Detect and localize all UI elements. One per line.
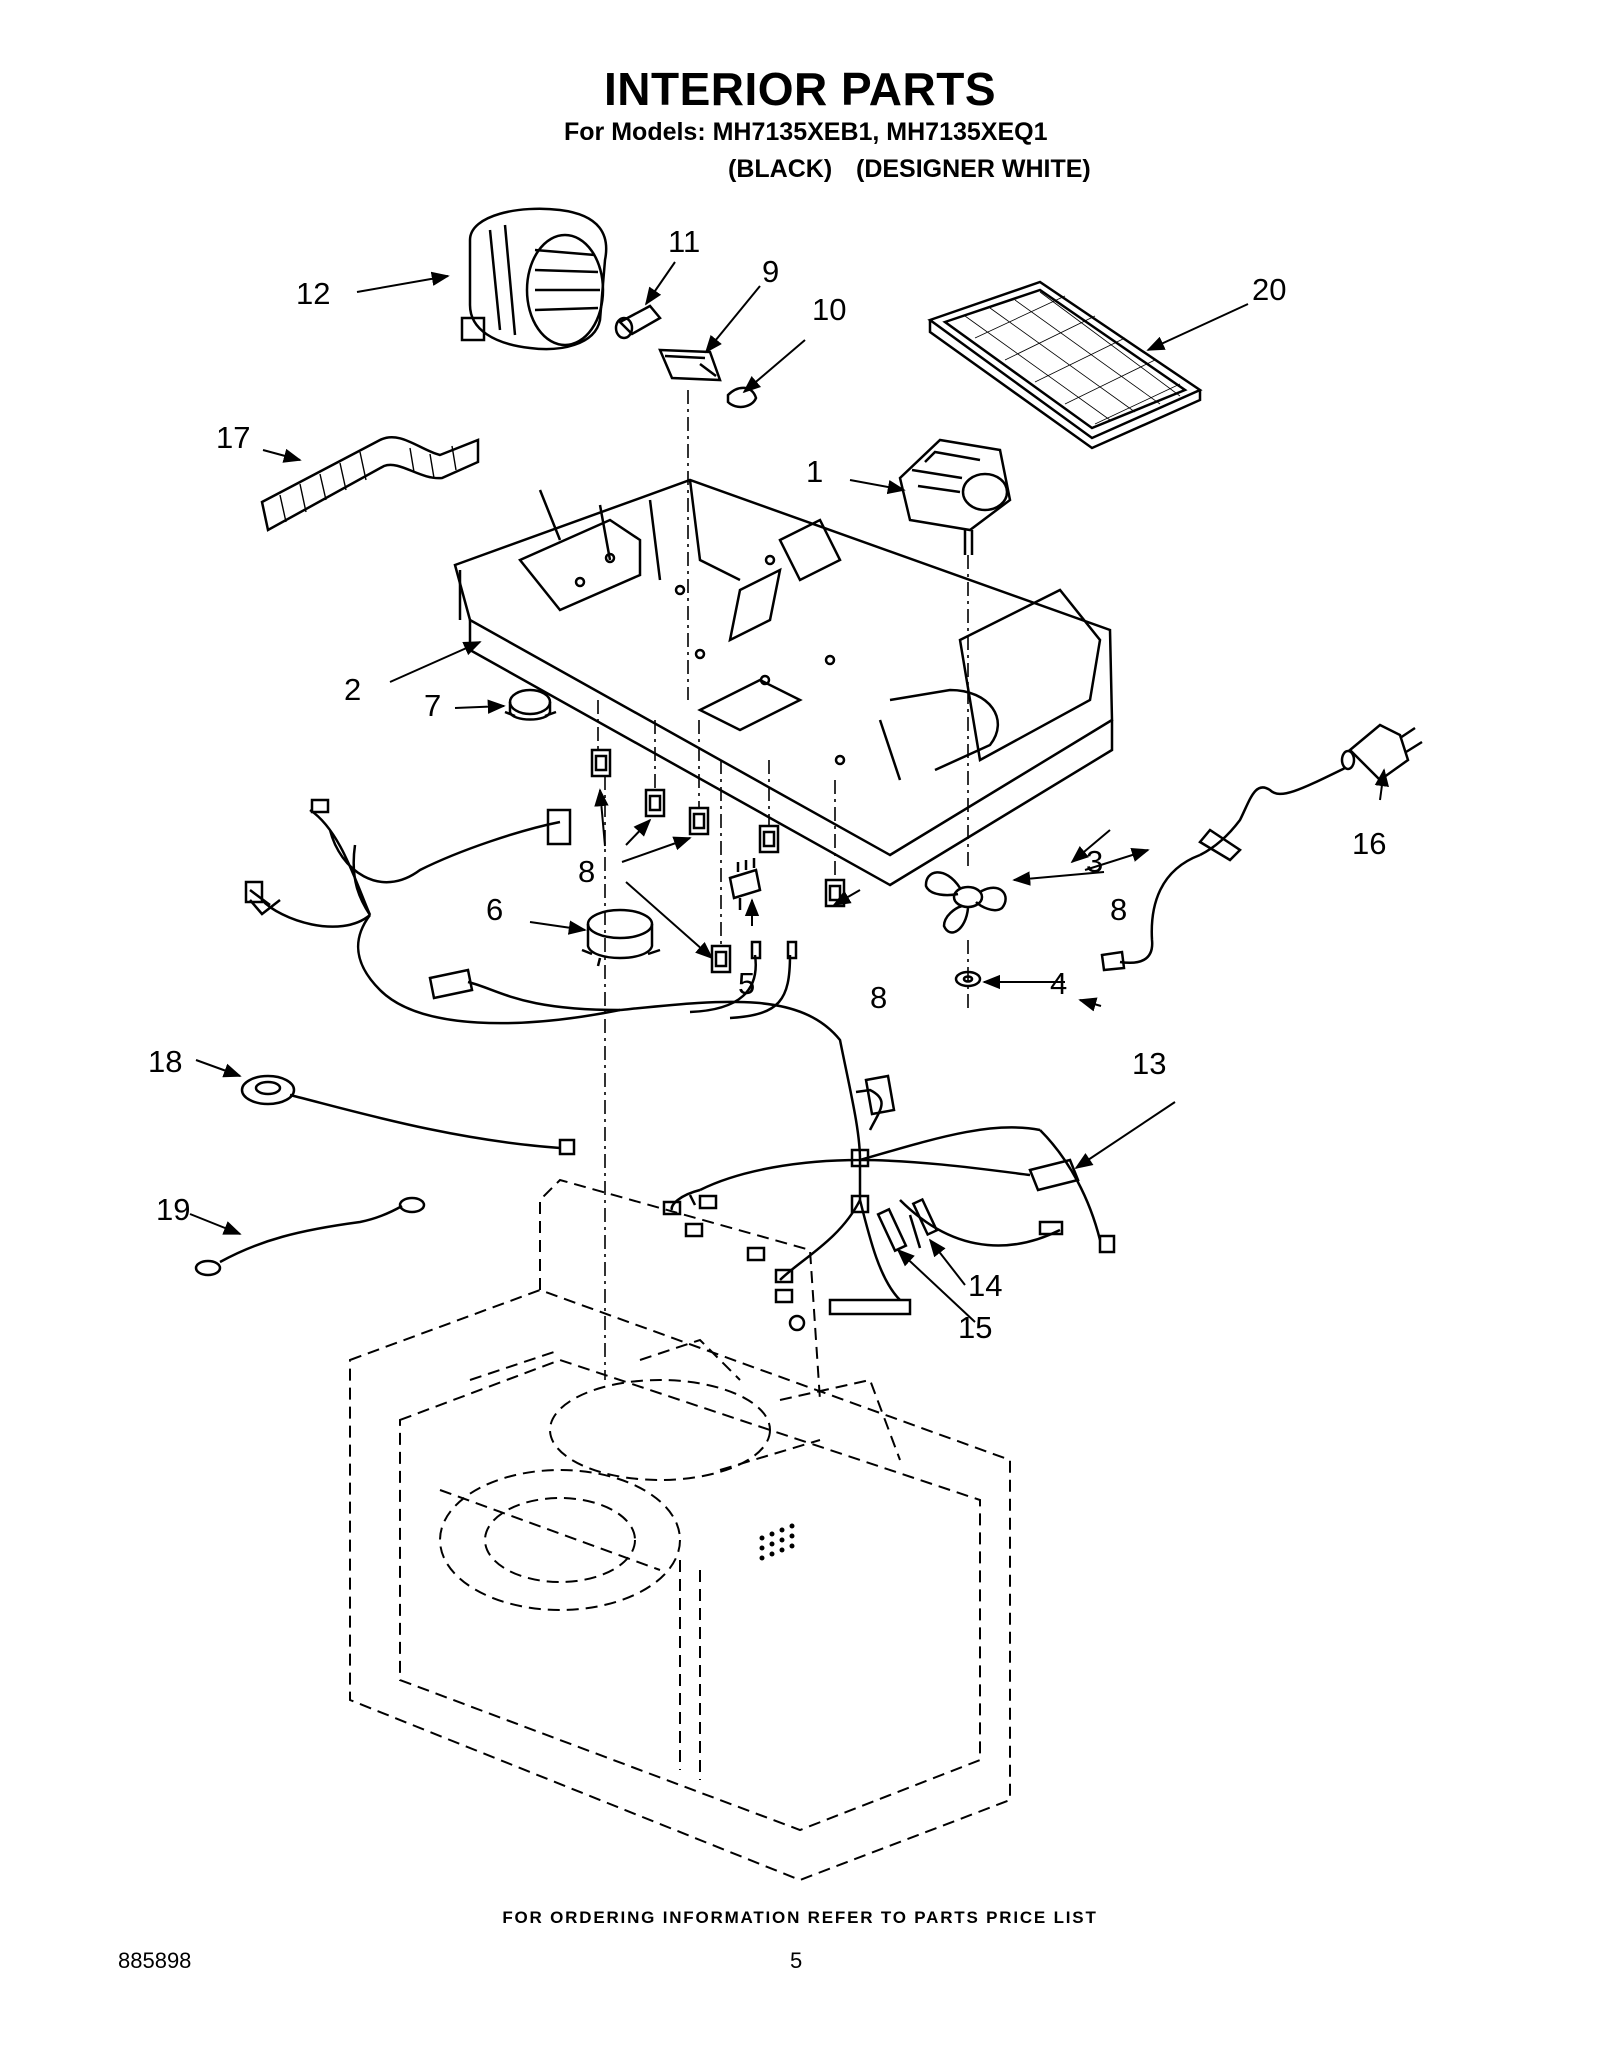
lamp-socket-part <box>658 348 722 382</box>
filter-part <box>927 280 1203 450</box>
callout-labels: 1 2 3 4 5 6 7 8 8 8 9 10 11 12 13 14 15 … <box>148 224 1386 1345</box>
callout-5: 5 <box>738 966 755 1001</box>
callout-20: 20 <box>1252 272 1286 307</box>
thermal-cutout-part <box>614 304 662 340</box>
callout-8-c: 8 <box>870 980 887 1015</box>
color-label-black: (BLACK) <box>728 155 833 183</box>
callout-6: 6 <box>486 892 503 927</box>
document-number: 885898 <box>118 1948 192 1973</box>
callout-4: 4 <box>1050 966 1067 1001</box>
switch-part <box>728 858 762 910</box>
page-number: 5 <box>790 1948 803 1973</box>
callout-13: 13 <box>1132 1046 1166 1081</box>
callout-18: 18 <box>148 1044 182 1079</box>
callout-19: 19 <box>156 1192 190 1227</box>
blower-motor-part <box>460 207 608 351</box>
callout-14: 14 <box>968 1268 1002 1303</box>
callout-11: 11 <box>668 224 700 259</box>
fan-blade-part <box>924 871 1007 934</box>
cabinet-outline <box>349 1178 1011 1882</box>
base-plate-part <box>453 478 1114 887</box>
ground-wire-part <box>194 1196 426 1277</box>
sensor-part <box>240 1074 576 1156</box>
ordering-note: FOR ORDERING INFORMATION REFER TO PARTS … <box>502 1908 1098 1927</box>
bulb-part <box>726 386 758 409</box>
callout-15: 15 <box>958 1310 992 1345</box>
callout-8-b: 8 <box>1110 892 1127 927</box>
page-title: INTERIOR PARTS <box>603 63 997 115</box>
callout-1: 1 <box>806 454 823 489</box>
callout-3: 3 <box>1086 844 1103 879</box>
capacitor-part <box>581 908 661 967</box>
latch-clip-parts <box>590 748 846 974</box>
alignment-lines <box>597 390 969 1380</box>
magnetron-part <box>898 438 1012 555</box>
cabinet-grille <box>759 1523 795 1561</box>
callout-9: 9 <box>762 254 779 289</box>
model-numbers: For Models: MH7135XEB1, MH7135XEQ1 <box>564 118 1048 146</box>
power-cord-part <box>1100 723 1423 972</box>
callout-10: 10 <box>812 292 846 327</box>
callout-2: 2 <box>344 672 361 707</box>
callout-7: 7 <box>424 688 441 723</box>
wire-harness-part <box>244 798 1116 1332</box>
callout-12: 12 <box>296 276 330 311</box>
callout-16: 16 <box>1352 826 1386 861</box>
color-label-designer-white: (DESIGNER WHITE) <box>856 155 1091 183</box>
callout-arrows <box>189 261 1389 1323</box>
callout-17: 17 <box>216 420 250 455</box>
callout-8-a: 8 <box>578 854 595 889</box>
fuse-parts <box>876 1197 939 1253</box>
vent-grille-part <box>260 436 480 532</box>
thermostat-part <box>504 688 557 721</box>
